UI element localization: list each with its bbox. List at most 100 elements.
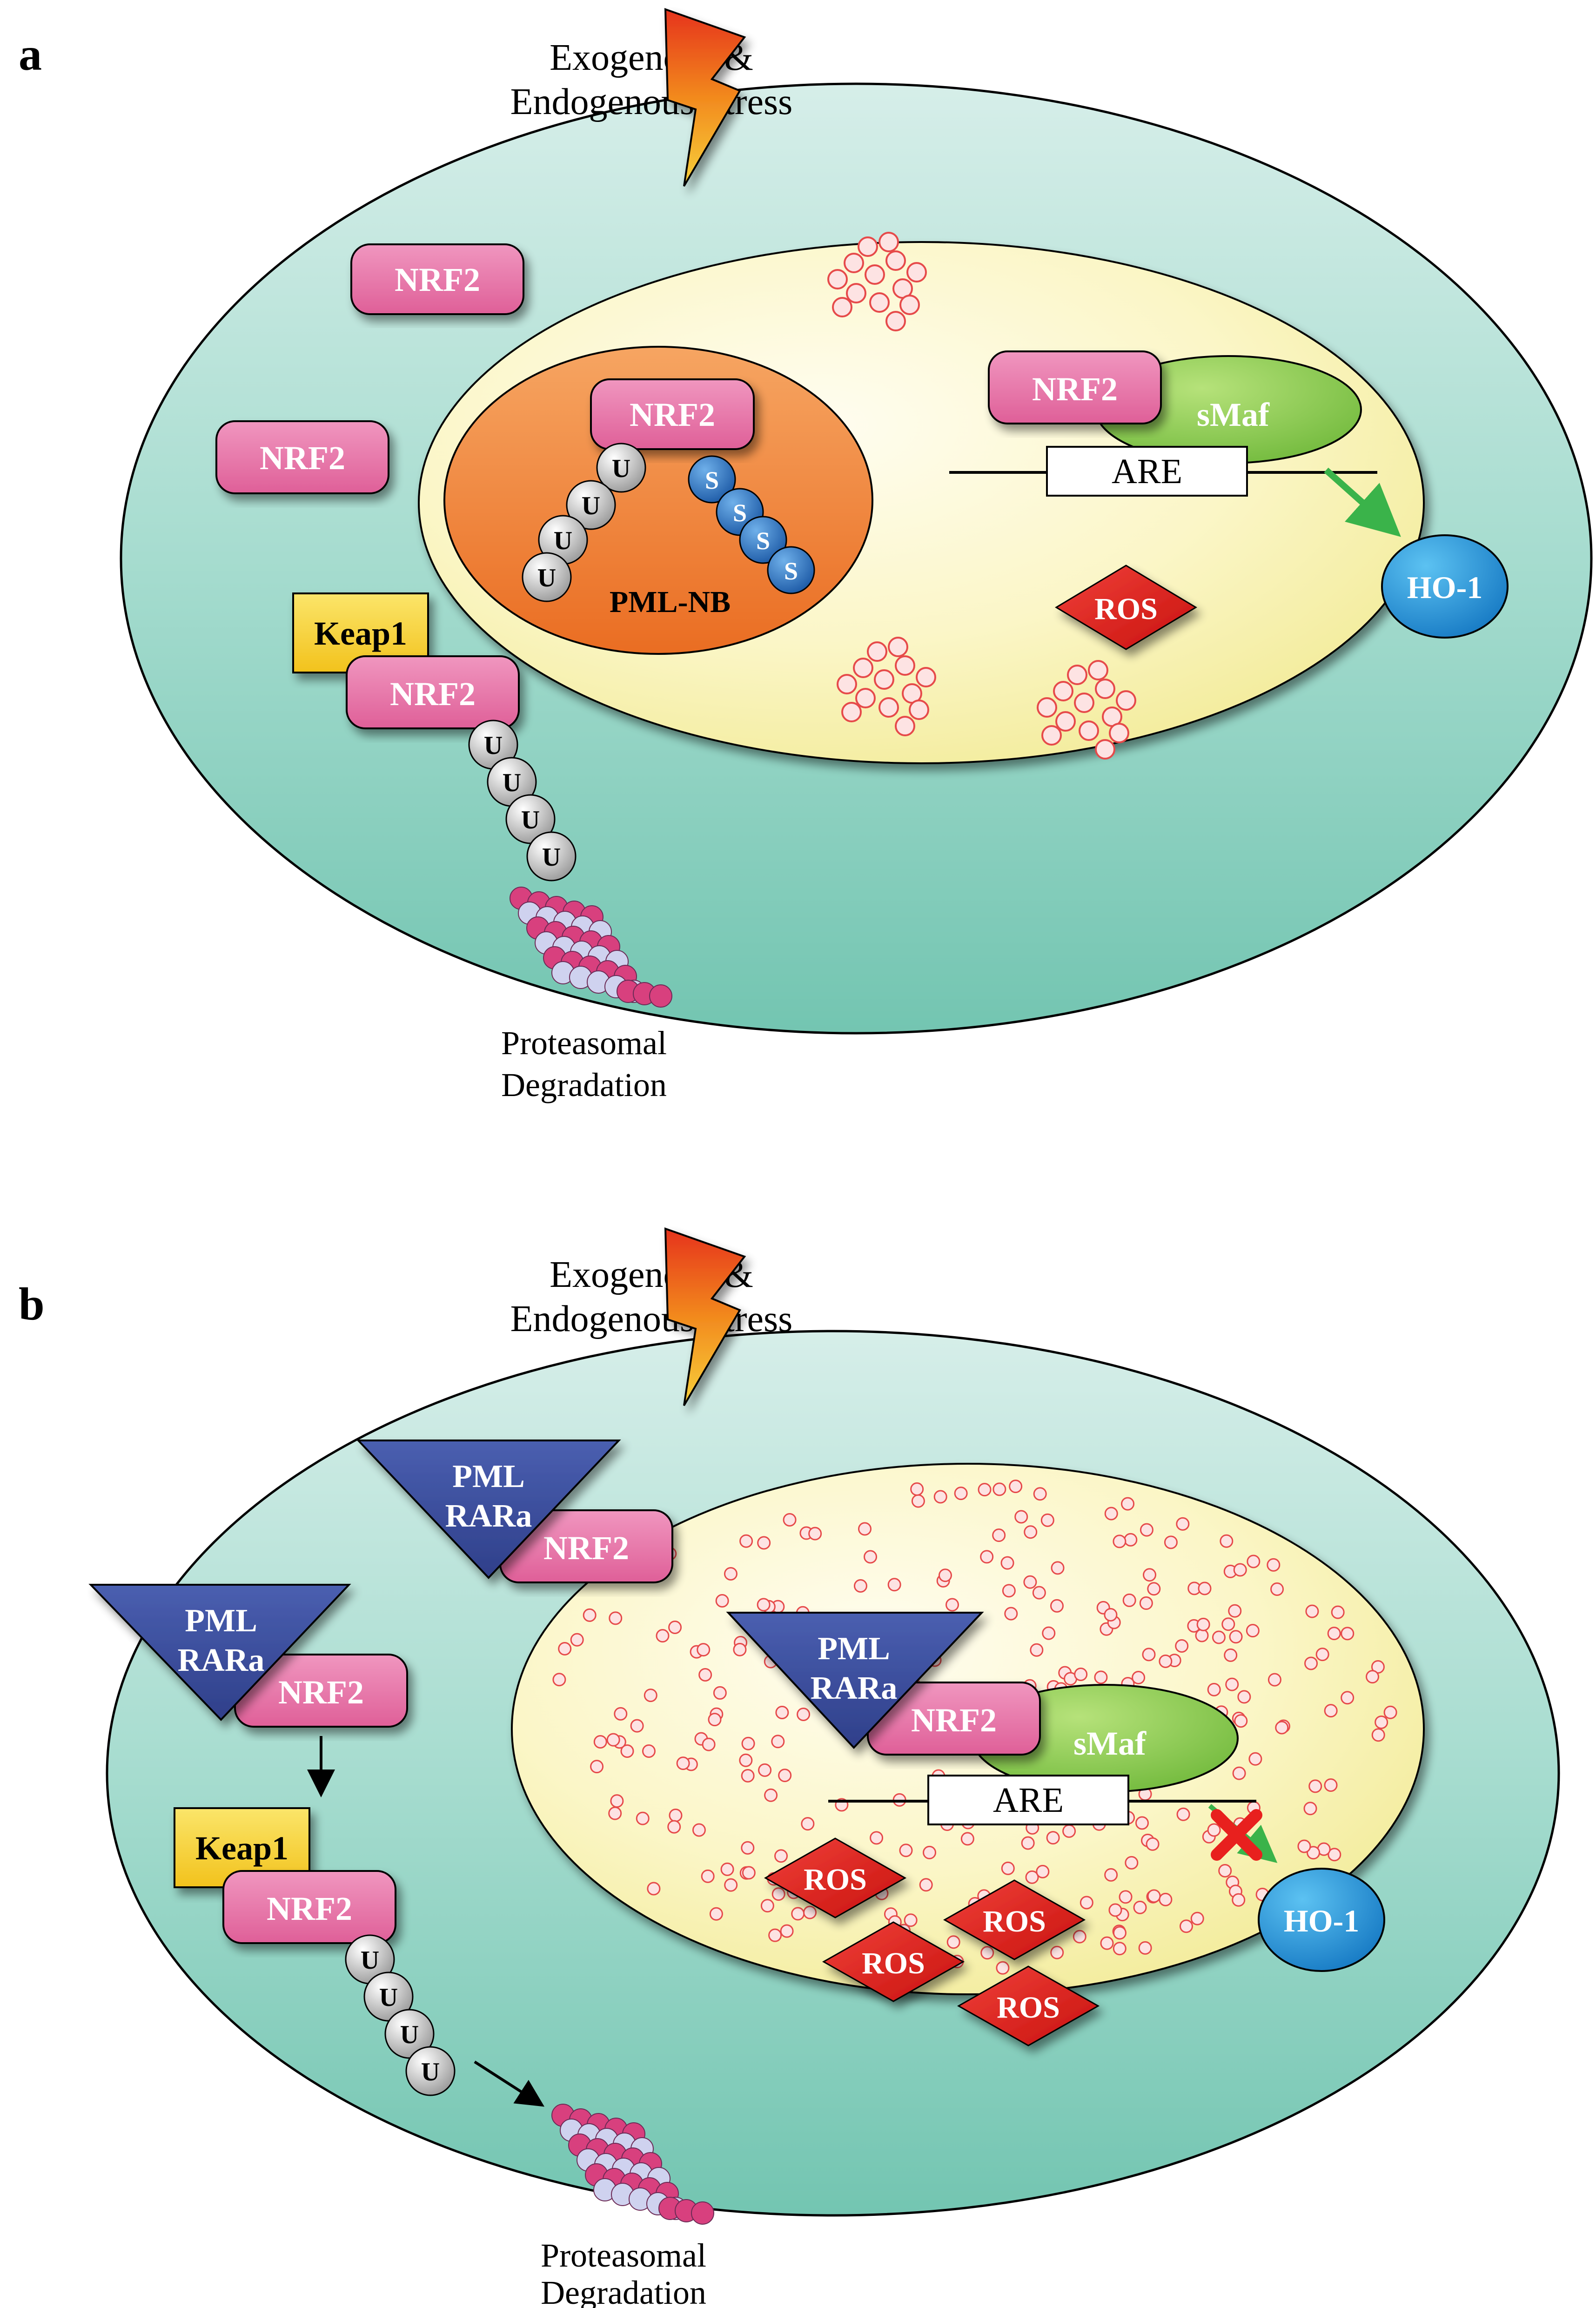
- ros-dot: [1113, 1942, 1127, 1956]
- svg-text:HO-1: HO-1: [1284, 1903, 1359, 1938]
- nrf2-protein: NRF2: [499, 1509, 673, 1583]
- svg-text:Keap1: Keap1: [314, 615, 407, 652]
- ros-dot-cluster: [837, 637, 936, 736]
- block-cross-icon: [1211, 1809, 1262, 1861]
- ros-dot: [899, 1844, 913, 1857]
- ros-dot: [1055, 711, 1076, 732]
- ros-dot: [1220, 1534, 1234, 1548]
- ros-dot: [667, 1820, 681, 1834]
- ros-dot: [1198, 1581, 1212, 1595]
- ros-dot: [837, 674, 857, 694]
- ros-dot: [980, 1550, 994, 1564]
- ros-dot: [1037, 697, 1057, 718]
- ros-molecule: ROS: [957, 1965, 1100, 2046]
- ros-dot: [1247, 1554, 1261, 1568]
- svg-text:U: U: [421, 2058, 440, 2086]
- ros-dot: [1341, 1691, 1355, 1705]
- svg-text:U: U: [542, 843, 561, 872]
- ros-dot: [620, 1744, 634, 1758]
- ros-dot: [1024, 1525, 1038, 1539]
- ros-dot: [909, 700, 929, 720]
- ros-dot: [780, 1924, 794, 1938]
- ros-dot: [1328, 1848, 1341, 1862]
- ros-dot: [1212, 1630, 1226, 1644]
- ros-dot: [1119, 1890, 1133, 1904]
- ros-dot: [911, 1494, 925, 1508]
- ros-dot: [885, 311, 906, 331]
- ros-dot: [764, 1788, 778, 1802]
- ros-dot: [771, 1887, 785, 1901]
- ros-dot: [954, 1487, 968, 1501]
- svg-text:S: S: [756, 527, 770, 555]
- ros-dot: [1207, 1823, 1221, 1837]
- svg-text:NRF2: NRF2: [395, 261, 480, 298]
- ros-dot: [720, 1862, 734, 1876]
- ros-dot: [797, 1708, 811, 1722]
- svg-text:PML: PML: [452, 1459, 525, 1494]
- ros-dot: [1036, 1864, 1050, 1878]
- ros-dot: [1371, 1728, 1385, 1742]
- ros-dot: [1246, 1624, 1260, 1638]
- nrf2-protein: NRF2: [590, 378, 755, 450]
- ros-dot: [739, 1534, 753, 1548]
- ros-dot: [858, 236, 878, 257]
- ros-dot: [1229, 1630, 1243, 1644]
- ros-dot-cluster: [827, 232, 927, 331]
- ros-dot: [768, 1928, 782, 1942]
- nrf2-protein: NRF2: [215, 420, 389, 494]
- ros-dot: [1324, 1704, 1338, 1718]
- ros-dot: [733, 1642, 747, 1656]
- ros-dot: [1135, 1816, 1149, 1830]
- ros-dot: [610, 1794, 624, 1808]
- svg-text:NRF2: NRF2: [630, 396, 715, 433]
- ros-dot: [783, 1513, 797, 1527]
- ros-dot-cluster: [1037, 660, 1136, 760]
- ros-dot: [1001, 1861, 1015, 1875]
- ros-dot: [606, 1733, 620, 1747]
- nrf2-protein: NRF2: [346, 655, 520, 729]
- ros-dot: [708, 1713, 722, 1727]
- svg-text:RARa: RARa: [445, 1498, 532, 1534]
- svg-text:NRF2: NRF2: [267, 1890, 352, 1927]
- ros-dot: [1122, 1593, 1136, 1607]
- ros-dot: [1308, 1779, 1322, 1793]
- ros-dot: [1159, 1655, 1173, 1669]
- ros-dot: [1176, 1807, 1190, 1821]
- nrf2-protein: NRF2: [234, 1654, 408, 1728]
- svg-text:U: U: [484, 731, 503, 760]
- ros-dot: [841, 702, 862, 722]
- pml-nb-label: PML-NB: [610, 585, 731, 619]
- svg-text:NRF2: NRF2: [278, 1674, 364, 1711]
- ros-dot: [1113, 1926, 1127, 1940]
- ros-dot: [1383, 1705, 1397, 1719]
- panel-a-label: a: [19, 28, 42, 80]
- ros-dot: [867, 641, 887, 662]
- ros-dot: [1218, 1864, 1232, 1878]
- ros-dot: [1104, 1608, 1118, 1622]
- ros-dot: [1040, 1513, 1054, 1527]
- ros-dot: [1341, 1627, 1355, 1641]
- panel-b-label: b: [19, 1278, 45, 1330]
- ros-dot: [1176, 1517, 1190, 1531]
- svg-text:sMaf: sMaf: [1073, 1725, 1147, 1762]
- nrf2-protein: NRF2: [222, 1870, 396, 1944]
- nrf2-protein: NRF2: [867, 1682, 1041, 1756]
- svg-text:ROS: ROS: [997, 1991, 1060, 2025]
- svg-text:RARa: RARa: [811, 1670, 898, 1706]
- svg-text:NRF2: NRF2: [543, 1529, 629, 1567]
- ros-dot: [757, 1536, 771, 1550]
- nrf2-protein: NRF2: [350, 243, 524, 315]
- ros-dot: [669, 1809, 683, 1823]
- svg-text:ROS: ROS: [862, 1946, 925, 1980]
- ros-dot: [1146, 1837, 1160, 1851]
- ros-dot: [1074, 1667, 1088, 1681]
- svg-text:ROS: ROS: [1094, 592, 1158, 626]
- ros-dot: [1248, 1752, 1262, 1766]
- ros-molecule: ROS: [1055, 565, 1197, 650]
- svg-text:ARE: ARE: [993, 1781, 1064, 1820]
- ros-dot: [692, 1823, 706, 1837]
- ros-dot: [741, 1736, 755, 1750]
- ros-dot: [916, 667, 936, 687]
- ros-dot: [1079, 720, 1099, 741]
- ros-dot: [1142, 1648, 1156, 1662]
